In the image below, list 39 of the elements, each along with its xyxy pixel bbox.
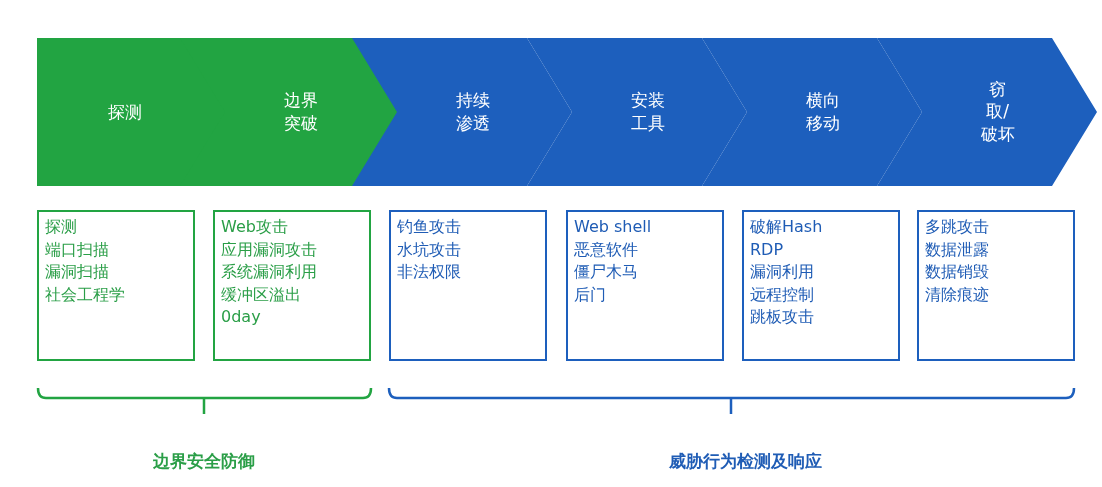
technique-item: RDP xyxy=(750,238,785,261)
technique-item: 缓冲区溢出 xyxy=(221,283,302,306)
stage-detail-box xyxy=(389,210,547,361)
technique-item: 系统漏洞利用 xyxy=(221,261,318,283)
technique-item: 后门 xyxy=(574,283,607,306)
technique-item: 钓鱼攻击 xyxy=(397,216,462,238)
technique-item: 漏洞利用 xyxy=(750,261,815,283)
stage-title: 安装工具 xyxy=(630,89,665,135)
technique-item: 探测 xyxy=(45,216,78,238)
technique-item: 水坑攻击 xyxy=(397,238,462,261)
technique-item: 数据泄露 xyxy=(925,238,990,261)
stage-title: 边界突破 xyxy=(283,89,318,135)
technique-item: Web攻击 xyxy=(221,216,289,238)
technique-item: 远程控制 xyxy=(750,283,815,306)
technique-item: 多跳攻击 xyxy=(925,216,990,238)
technique-item: 僵尸木马 xyxy=(574,261,639,283)
technique-item: Web shell xyxy=(574,216,653,238)
stage-title: 横向移动 xyxy=(805,89,840,135)
stage-detail-box xyxy=(742,210,900,361)
technique-item: 破解Hash xyxy=(750,216,824,238)
stage-detail-box xyxy=(213,210,371,361)
technique-item: 社会工程学 xyxy=(45,283,126,306)
stage-title: 窃取/破坏 xyxy=(980,77,1015,147)
technique-item: 清除痕迹 xyxy=(925,283,990,306)
technique-item: 0day xyxy=(221,306,262,328)
technique-item: 数据销毁 xyxy=(925,261,990,283)
technique-item: 应用漏洞攻击 xyxy=(221,238,318,261)
stage-title: 探测 xyxy=(107,100,142,124)
stage-detail-box xyxy=(37,210,195,361)
group-label: 边界安全防御 xyxy=(153,450,255,473)
stage-title: 持续渗透 xyxy=(455,89,490,135)
technique-item: 漏洞扫描 xyxy=(45,261,110,283)
technique-item: 恶意软件 xyxy=(574,238,639,261)
technique-item: 非法权限 xyxy=(397,261,462,283)
stage-detail-box xyxy=(566,210,724,361)
technique-item: 跳板攻击 xyxy=(750,306,815,328)
technique-item: 端口扫描 xyxy=(45,238,110,261)
group-label: 威胁行为检测及响应 xyxy=(668,450,822,473)
stage-detail-box xyxy=(917,210,1075,361)
